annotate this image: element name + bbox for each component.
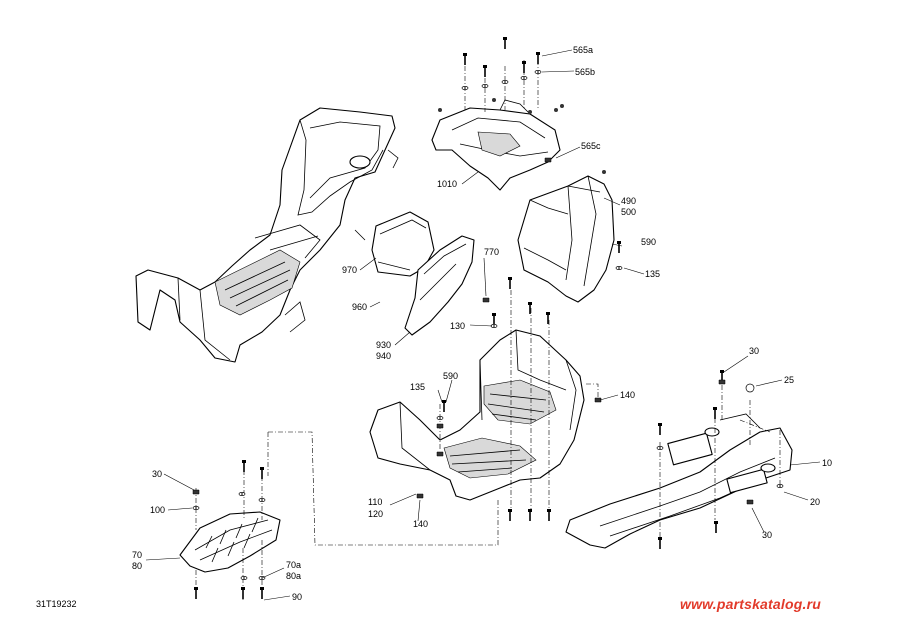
reference-lines bbox=[195, 56, 781, 600]
callout-970: 970 bbox=[342, 265, 357, 275]
watermark-text: www.partskatalog.ru bbox=[680, 596, 821, 612]
footrest-70-80 bbox=[179, 511, 281, 573]
callout-500: 500 bbox=[621, 207, 636, 217]
callout-130: 130 bbox=[450, 321, 465, 331]
callout-770: 770 bbox=[484, 247, 499, 257]
skid-plate-10 bbox=[565, 413, 793, 549]
callout-960: 960 bbox=[352, 302, 367, 312]
callout-1010: 1010 bbox=[437, 179, 457, 189]
rear-fender-490-500 bbox=[517, 175, 615, 303]
fender-930-940 bbox=[404, 235, 475, 336]
leader-lines bbox=[145, 49, 821, 601]
callout-930: 930 bbox=[376, 340, 391, 350]
callout-140-bottom: 140 bbox=[413, 519, 428, 529]
callout-20: 20 bbox=[810, 497, 820, 507]
callout-565b: 565b bbox=[575, 67, 595, 77]
callout-110: 110 bbox=[368, 497, 382, 507]
callout-490: 490 bbox=[621, 196, 636, 206]
callout-30-left: 30 bbox=[152, 469, 162, 479]
callout-590-mid: 590 bbox=[443, 371, 458, 381]
callout-labels: 565a 565b 565c 1010 490 500 590 135 970 … bbox=[132, 45, 832, 602]
callout-140-right: 140 bbox=[620, 390, 635, 400]
callout-80: 80 bbox=[132, 561, 142, 571]
bracket-1010 bbox=[431, 99, 561, 191]
callout-565a: 565a bbox=[573, 45, 593, 55]
callout-565c: 565c bbox=[581, 141, 601, 151]
callout-70: 70 bbox=[132, 550, 142, 560]
callout-30-right-bottom: 30 bbox=[762, 530, 772, 540]
callout-25: 25 bbox=[784, 375, 794, 385]
callout-135-mid: 135 bbox=[410, 382, 425, 392]
callout-80a: 80a bbox=[286, 571, 301, 581]
fasteners bbox=[192, 37, 784, 599]
callout-30-right-top: 30 bbox=[749, 346, 759, 356]
body-frame-assembly bbox=[135, 107, 399, 363]
callout-100: 100 bbox=[150, 505, 165, 515]
callout-90: 90 bbox=[292, 592, 302, 602]
callout-70a: 70a bbox=[286, 560, 301, 570]
diagram-code: 31T19232 bbox=[36, 599, 77, 609]
callout-10: 10 bbox=[822, 458, 832, 468]
callout-120: 120 bbox=[368, 509, 383, 519]
callout-940: 940 bbox=[376, 351, 391, 361]
callout-590-top: 590 bbox=[641, 237, 656, 247]
footwell-110-120 bbox=[369, 329, 585, 501]
callout-135-top: 135 bbox=[645, 269, 660, 279]
